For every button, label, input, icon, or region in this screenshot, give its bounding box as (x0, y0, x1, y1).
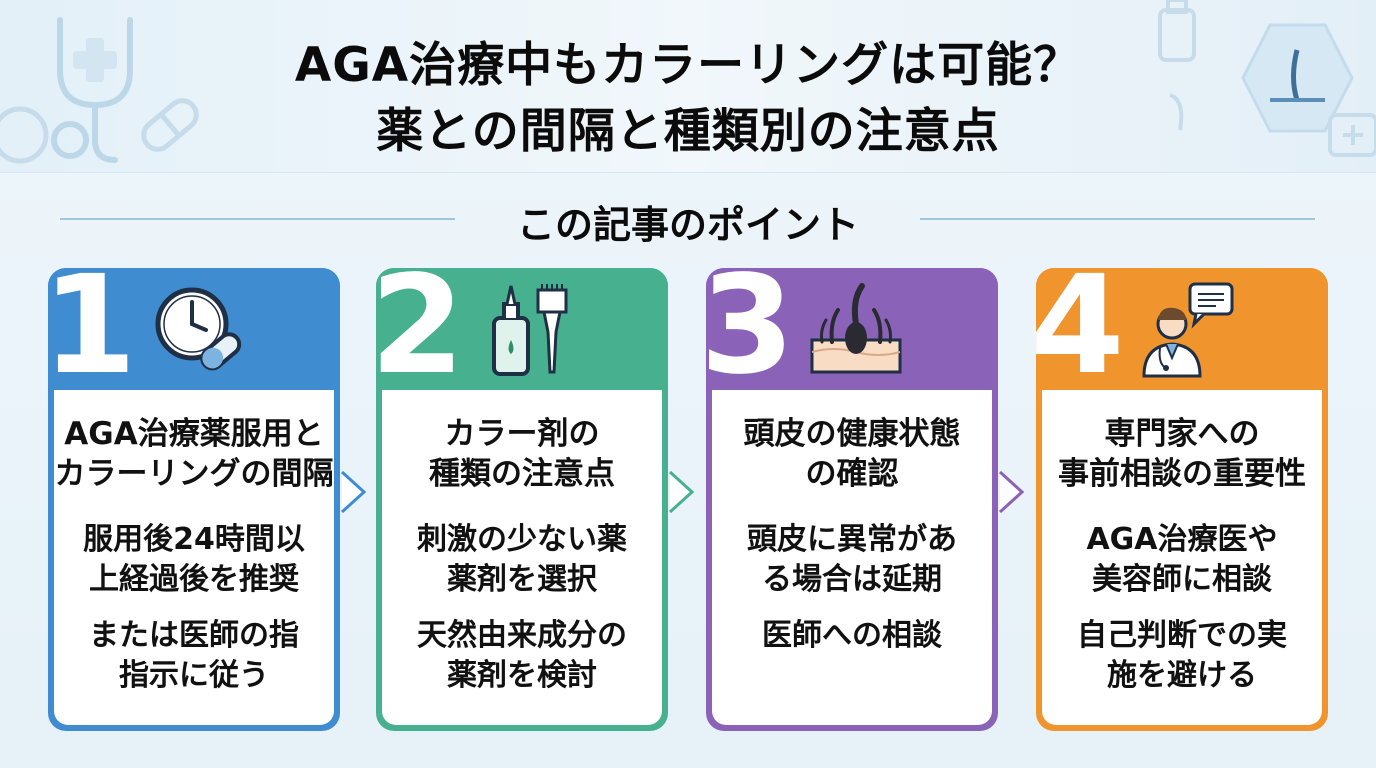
page-title-line-2: 薬との間隔と種類別の注意点 (376, 104, 1000, 159)
card-heading-1b: カラーリングの間隔 (54, 456, 334, 492)
flow-arrow-icon (998, 470, 1024, 514)
card-point-4-1b: 美容師に相談 (1092, 562, 1272, 597)
section-divider-right (920, 218, 1315, 220)
flow-arrow-icon (668, 470, 694, 514)
card-number-2: 2 (370, 247, 465, 405)
card-body-3: 頭皮の健康状態 の確認 頭皮に異常があ る場合は延期 医師への相談 (712, 390, 992, 725)
pill-icon (141, 98, 199, 152)
card-point-1-2a: または医師の指 (89, 618, 299, 653)
card-point-4-2b: 施を避ける (1107, 658, 1257, 693)
section-divider-left (60, 218, 455, 220)
card-point-3-1a: 頭皮に異常があ (747, 522, 957, 557)
card-point-1-1b: 上経過後を推奨 (89, 562, 299, 597)
clock-pill-icon (155, 287, 242, 371)
card-point-4-1a: AGA治療医や (1086, 522, 1278, 557)
section-title: この記事のポイント (516, 203, 859, 247)
card-body-4: 専門家への 事前相談の重要性 AGA治療医や 美容師に相談 自己判断での実 施を… (1042, 390, 1322, 725)
card-body-1: AGA治療薬服用と カラーリングの間隔 服用後24時間以 上経過後を推奨 または… (54, 390, 334, 725)
card-point-2-2a: 天然由来成分の (417, 618, 627, 653)
card-point-1-1a: 服用後24時間以 (83, 522, 305, 557)
point-card-3: 3 頭皮の健康状態 の確認 頭皮に異常があ る場合は延期 医師への相談 (700, 258, 998, 731)
card-point-4-2a: 自己判断での実 (1077, 618, 1287, 653)
header-banner: AGA治療中もカラーリングは可能？ 薬との間隔と種類別の注意点 (0, 0, 1376, 173)
circle-decor-icon (0, 106, 49, 164)
card-point-2-2b: 薬剤を検討 (447, 658, 597, 693)
page-title-line-1: AGA治療中もカラーリングは可能？ (294, 38, 1082, 93)
scalp-hair-icon (810, 283, 902, 374)
card-heading-2b: 種類の注意点 (429, 456, 615, 492)
card-heading-3b: の確認 (805, 456, 899, 492)
card-heading-3a: 頭皮の健康状態 (743, 416, 961, 452)
stethoscope-icon (51, 17, 133, 163)
dye-bottle-brush-icon (492, 284, 568, 376)
hair-follicle-hex-icon (1158, 0, 1376, 157)
flow-arrow-icon (340, 470, 366, 514)
doctor-consult-icon (1142, 282, 1234, 378)
card-number-3: 3 (700, 247, 795, 405)
card-point-3-1b: る場合は延期 (762, 562, 942, 597)
point-card-2: 2 カラー剤の 種類の注意点 刺激の少ない薬 薬剤を選択 天然由来成分の 薬剤を… (370, 258, 668, 731)
point-card-1: 1 AGA治療薬服用と カラーリングの間隔 服用後24時間以 上経過後を推奨 ま… (42, 258, 340, 731)
card-point-2-1a: 刺激の少ない薬 (417, 522, 627, 557)
card-point-3-2a: 医師への相談 (762, 618, 942, 653)
card-number-4: 4 (1030, 247, 1125, 405)
card-body-2: カラー剤の 種類の注意点 刺激の少ない薬 薬剤を選択 天然由来成分の 薬剤を検討 (382, 390, 662, 725)
point-card-4: 4 専門家への 事前相談の重要性 AGA治療医や 美容師に相談 自己判断での実 … (1030, 258, 1328, 731)
card-heading-1a: AGA治療薬服用と (64, 416, 324, 452)
card-point-2-1b: 薬剤を選択 (447, 562, 597, 597)
section-heading-row: この記事のポイント (0, 190, 1376, 247)
card-point-1-2b: 指示に従う (119, 658, 269, 693)
card-number-1: 1 (42, 247, 137, 405)
card-heading-4b: 事前相談の重要性 (1058, 456, 1306, 492)
card-heading-4a: 専門家への (1104, 416, 1260, 452)
card-heading-2a: カラー剤の (444, 416, 600, 452)
